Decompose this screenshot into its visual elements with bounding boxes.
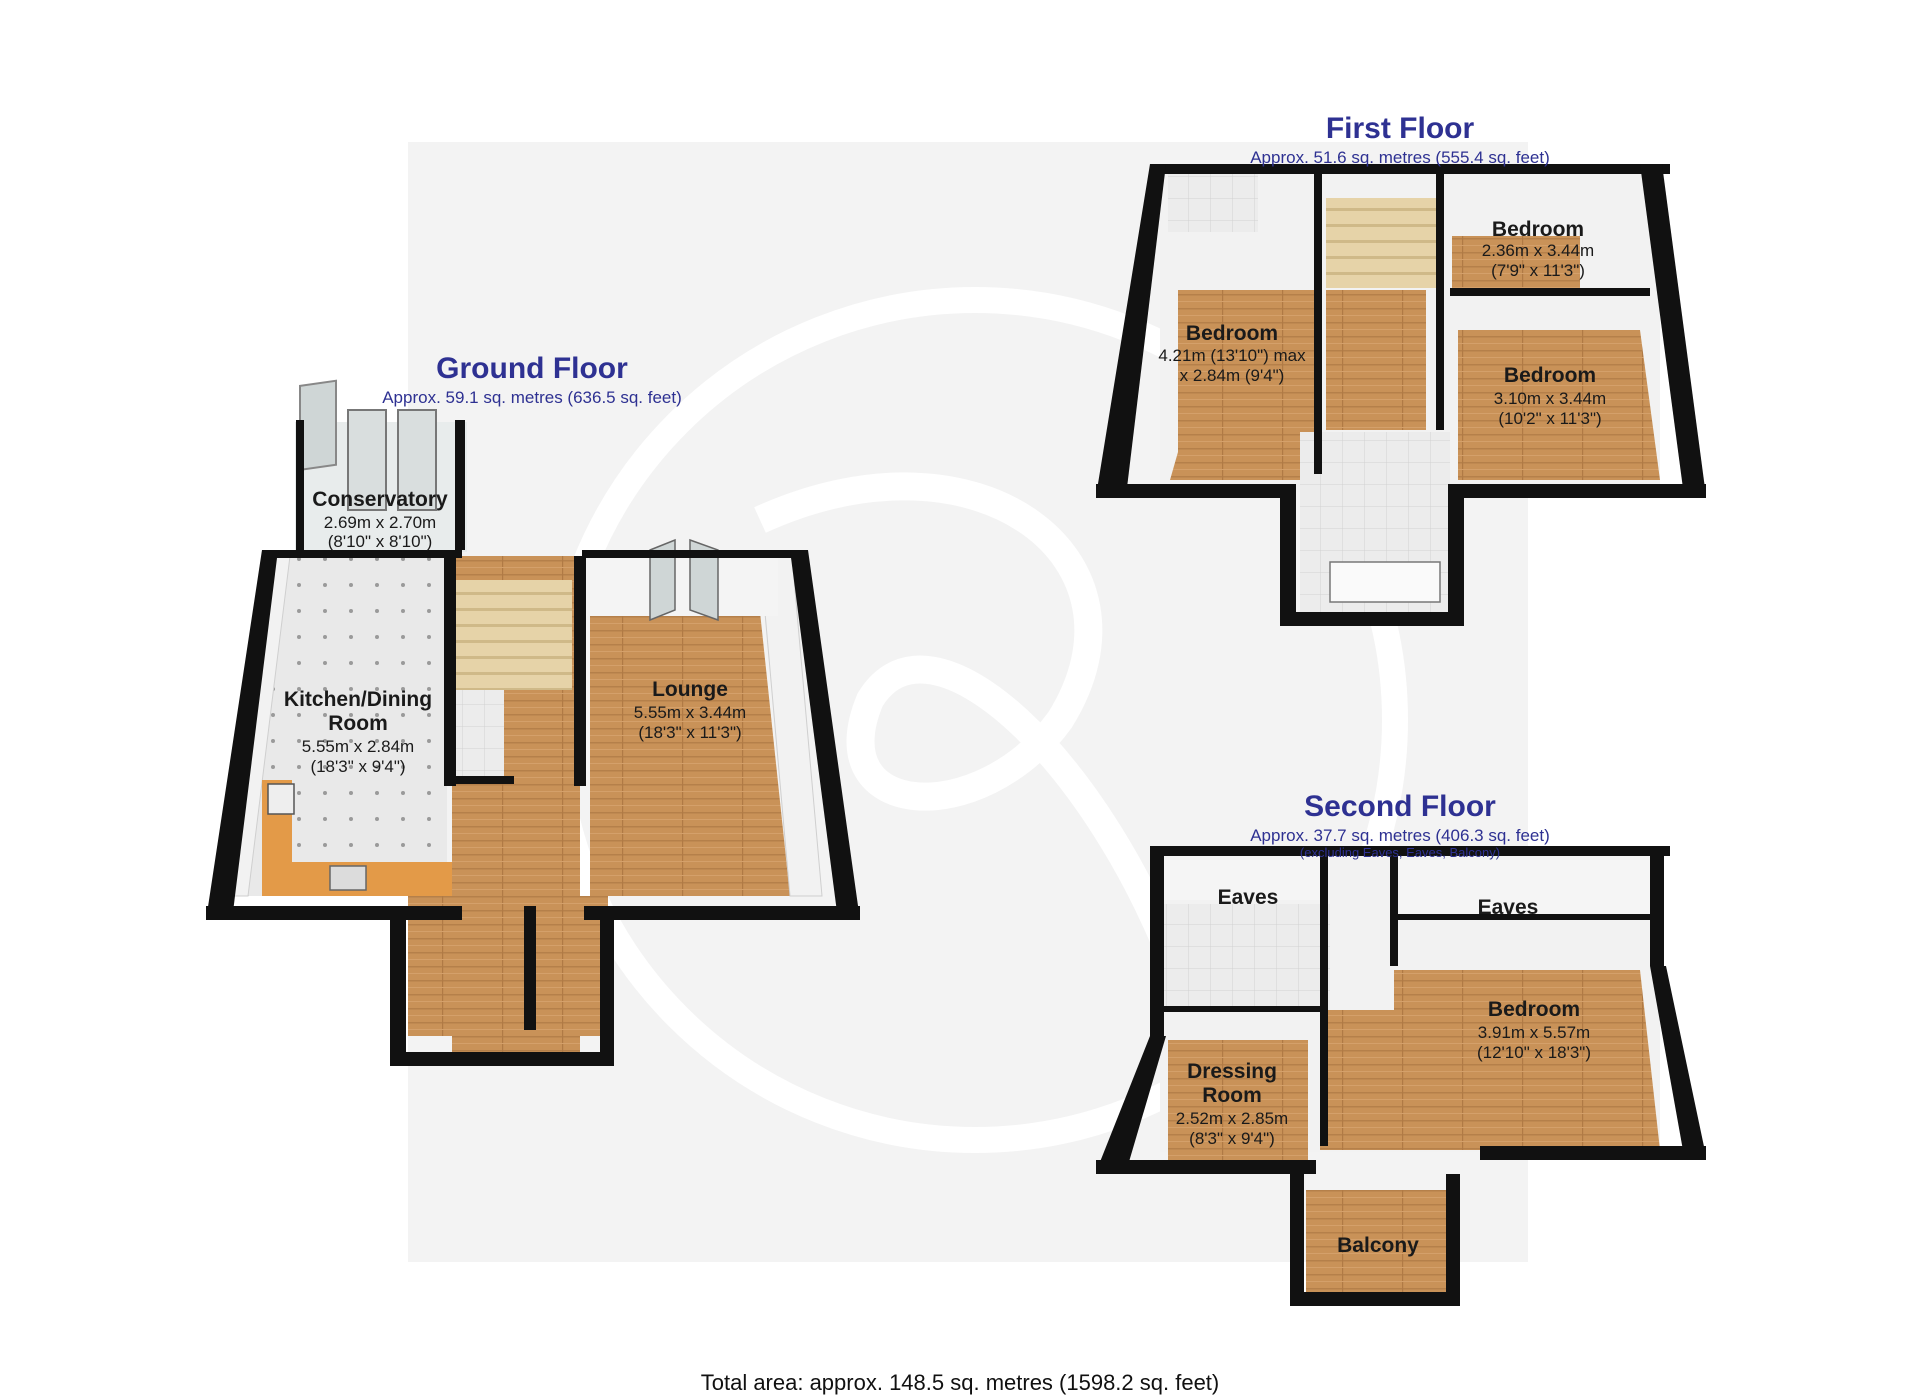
second-ensuite — [1160, 904, 1330, 1010]
second-floor-area: Approx. 37.7 sq. metres (406.3 sq. feet) — [1250, 826, 1550, 845]
first-bedroom-small-floor — [1452, 236, 1580, 288]
first-bedroom-right-floor — [1458, 330, 1660, 480]
second-eaves-left-label: Eaves — [1218, 886, 1279, 909]
first-bedroom-right-dim2: (10'2" x 11'3") — [1498, 409, 1601, 428]
ground-floor-area: Approx. 59.1 sq. metres (636.5 sq. feet) — [382, 388, 682, 407]
second-eaves-right-label: Eaves — [1478, 896, 1539, 919]
total-area: Total area: approx. 148.5 sq. metres (15… — [700, 1370, 1220, 1395]
second-bedroom-label: Bedroom 3.91m x 5.57m (12'10" x 18'3") — [1477, 998, 1591, 1062]
second-dressing-floor — [1168, 1040, 1308, 1160]
lounge-dim1: 5.55m x 3.44m — [634, 703, 746, 722]
second-bedroom-name: Bedroom — [1488, 998, 1580, 1021]
first-bedroom-small-label: Bedroom 2.36m x 3.44m (7'9" x 11'3") — [1482, 218, 1594, 280]
first-bedroom-small-dim2: (7'9" x 11'3") — [1491, 261, 1585, 280]
second-dressing-dim1: 2.52m x 2.85m — [1176, 1109, 1288, 1128]
conservatory-area — [295, 379, 467, 552]
conservatory-label: Conservatory 2.69m x 2.70m (8'10" x 8'10… — [312, 488, 448, 551]
kitchen-label: Kitchen/Dining Room 5.55m x 2.84m (18'3"… — [284, 688, 432, 776]
first-bedroom-left-dim1: 4.21m (13'10") max — [1158, 346, 1306, 365]
second-floor-plan — [1096, 846, 1706, 1306]
first-bedroom-small-name: Bedroom — [1492, 218, 1584, 241]
second-eaves-left — [1160, 860, 1330, 900]
first-floor-plan — [1096, 164, 1706, 626]
second-balcony-label: Balcony — [1337, 1234, 1419, 1257]
second-dressing-label: Dressing Room 2.52m x 2.85m (8'3" x 9'4"… — [1176, 1060, 1288, 1148]
second-balcony-floor — [1306, 1190, 1446, 1300]
first-walls — [1096, 164, 1706, 626]
lounge-name: Lounge — [652, 678, 728, 701]
kitchen-name-line2: Room — [328, 712, 388, 735]
kitchen-name-line1: Kitchen/Dining — [284, 688, 432, 711]
second-floor-note: (excluding Eaves, Eaves, Balcony) — [1300, 845, 1500, 860]
kitchen-dim2: (18'3" x 9'4") — [310, 757, 405, 776]
conservatory-name: Conservatory — [312, 488, 448, 511]
ground-floor-plan — [206, 379, 860, 1066]
lounge-label: Lounge 5.55m x 3.44m (18'3" x 11'3") — [634, 678, 746, 742]
kitchen-dim1: 5.55m x 2.84m — [302, 737, 414, 756]
second-dressing-name-line1: Dressing — [1187, 1060, 1277, 1083]
conservatory-dim2: (8'10" x 8'10") — [328, 532, 433, 551]
first-stairs — [1326, 198, 1436, 288]
second-bedroom-dim2: (12'10" x 18'3") — [1477, 1043, 1591, 1062]
first-bedroom-small-dim1: 2.36m x 3.44m — [1482, 241, 1594, 260]
ground-walls — [206, 550, 860, 1066]
lounge-floor — [590, 612, 790, 896]
first-bedroom-right-label: Bedroom 3.10m x 3.44m (10'2" x 11'3") — [1494, 364, 1606, 428]
first-floor-title: First Floor — [1326, 112, 1475, 145]
ground-stairs — [452, 580, 572, 690]
first-bedroom-right-name: Bedroom — [1504, 364, 1596, 387]
first-bedroom-left-label: Bedroom 4.21m (13'10") max x 2.84m (9'4"… — [1158, 322, 1306, 385]
lounge-dim2: (18'3" x 11'3") — [638, 723, 741, 742]
wc-room — [452, 690, 504, 776]
second-walls — [1096, 846, 1706, 1306]
first-floor-area: Approx. 51.6 sq. metres (555.4 sq. feet) — [1250, 148, 1550, 167]
first-bedroom-right-dim1: 3.10m x 3.44m — [1494, 389, 1606, 408]
second-floor-title: Second Floor — [1304, 790, 1496, 823]
conservatory-dim1: 2.69m x 2.70m — [324, 513, 436, 532]
second-bedroom-floor — [1320, 970, 1660, 1150]
ground-floor-title: Ground Floor — [436, 352, 628, 385]
first-bedroom-left-name: Bedroom — [1186, 322, 1278, 345]
first-bedroom-left-dim2: x 2.84m (9'4") — [1180, 366, 1285, 385]
second-dressing-dim2: (8'3" x 9'4") — [1189, 1129, 1275, 1148]
second-bedroom-dim1: 3.91m x 5.57m — [1478, 1023, 1590, 1042]
second-dressing-name-line2: Room — [1202, 1084, 1262, 1107]
first-landing — [1326, 290, 1426, 430]
second-eaves-right — [1400, 860, 1650, 920]
